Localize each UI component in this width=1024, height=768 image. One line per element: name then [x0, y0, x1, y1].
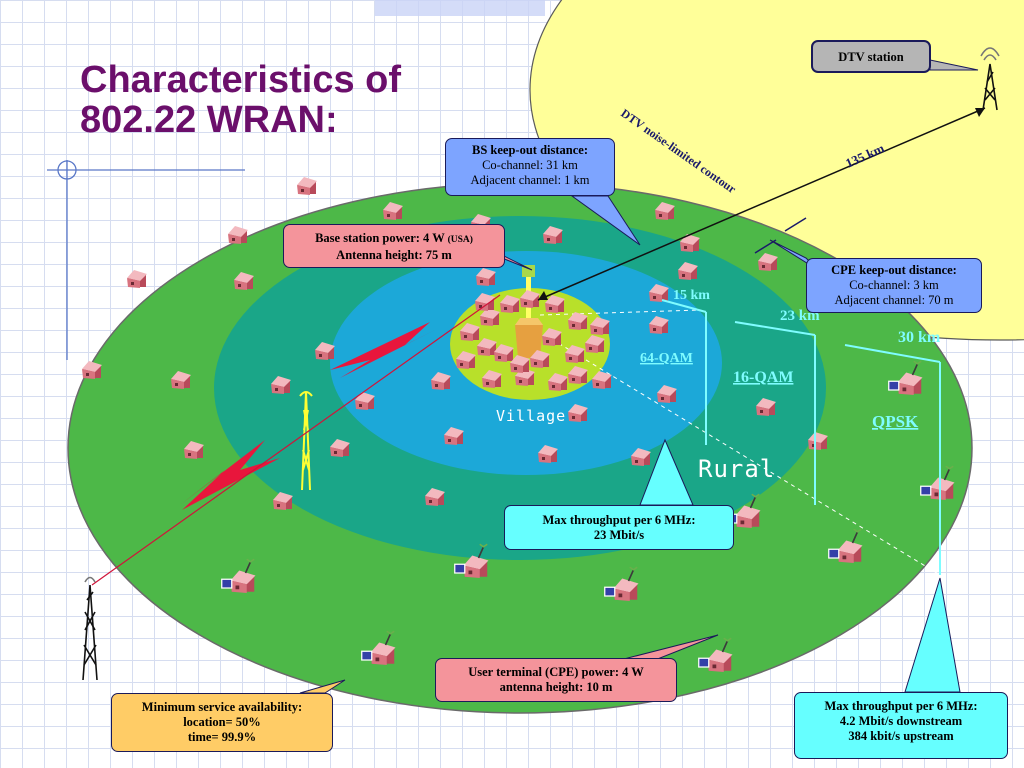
- cpe-antenna-height: antenna height: 10 m: [499, 680, 613, 694]
- dashed-radius-lines: [539, 309, 941, 576]
- bs-keepout-heading: BS keep-out distance:: [472, 143, 588, 157]
- throughput-edge-downstream: 4.2 Mbit/s downstream: [839, 714, 963, 728]
- availability-heading: Minimum service availability:: [141, 700, 303, 714]
- bs-keepout-adjacent: Adjacent channel: 1 km: [470, 173, 590, 187]
- bs-power-label: Base station power: 4 W: [315, 231, 445, 245]
- dtv-tower-icon: [980, 47, 1000, 111]
- left-tower-icon: [82, 576, 98, 681]
- reticle-marker: [47, 160, 245, 360]
- bs-keepout-pointer: [570, 195, 641, 246]
- dtv-station-label: DTV station: [838, 50, 904, 64]
- throughput-edge-heading: Max throughput per 6 MHz:: [824, 699, 978, 713]
- bs-keepout-cochannel: Co-channel: 31 km: [482, 158, 578, 172]
- modulation-64qam-label: 64-QAM: [640, 351, 693, 366]
- rural-label: Rural: [698, 455, 775, 483]
- cpe-power-label: User terminal (CPE) power: 4 W: [468, 665, 644, 679]
- throughput-mid-heading: Max throughput per 6 MHz:: [542, 513, 696, 527]
- dtv-station-callout: DTV station: [811, 40, 931, 73]
- title-line-2: 802.22 WRAN:: [80, 99, 338, 141]
- house-icon: [297, 177, 317, 195]
- interference-lightning-icon: [180, 322, 435, 510]
- cpe-keepout-cochannel: Co-channel: 3 km: [849, 278, 939, 292]
- village-label: Village: [496, 407, 566, 425]
- house-icon: [127, 270, 147, 288]
- range-markers: [661, 299, 941, 575]
- availability-callout: Minimum service availability: location= …: [111, 693, 333, 752]
- bs-keepout-callout: BS keep-out distance: Co-channel: 31 km …: [445, 138, 615, 196]
- throughput-mid-callout: Max throughput per 6 MHz: 23 Mbit/s: [504, 505, 734, 550]
- bs-power-note: (USA): [447, 235, 473, 245]
- bs-power-callout: Base station power: 4 W (USA) Antenna he…: [283, 224, 505, 268]
- availability-location: location= 50%: [183, 715, 261, 729]
- cpe-keepout-heading: CPE keep-out distance:: [831, 263, 957, 277]
- throughput-edge-callout: Max throughput per 6 MHz: 4.2 Mbit/s dow…: [794, 692, 1008, 759]
- cpe-keepout-adjacent: Adjacent channel: 70 m: [834, 293, 954, 307]
- modulation-16qam-label: 16-QAM: [733, 369, 793, 386]
- contour-arrows: [754, 217, 807, 254]
- range-15km-label: 15 km: [673, 288, 710, 303]
- modulation-qpsk-label: QPSK: [872, 412, 919, 431]
- bs-antenna-height: Antenna height: 75 m: [336, 248, 452, 262]
- distance-135-arrow: [537, 107, 986, 301]
- availability-time: time= 99.9%: [187, 730, 257, 744]
- rural-tower-icon: [299, 391, 313, 491]
- range-30km-label: 30 km: [898, 329, 941, 346]
- throughput-mid-value: 23 Mbit/s: [593, 528, 645, 542]
- interference-path: [91, 294, 501, 586]
- grid-highlight-top: [375, 0, 545, 16]
- page-title: Characteristics of 802.22 WRAN:: [80, 60, 401, 140]
- cpe-power-callout: User terminal (CPE) power: 4 W antenna h…: [435, 658, 677, 702]
- throughput-edge-pointer: [904, 577, 961, 693]
- title-line-1: Characteristics of: [80, 59, 402, 101]
- cpe-keepout-callout: CPE keep-out distance: Co-channel: 3 km …: [806, 258, 982, 313]
- throughput-edge-upstream: 384 kbit/s upstream: [848, 729, 954, 743]
- house-icon: [228, 226, 248, 244]
